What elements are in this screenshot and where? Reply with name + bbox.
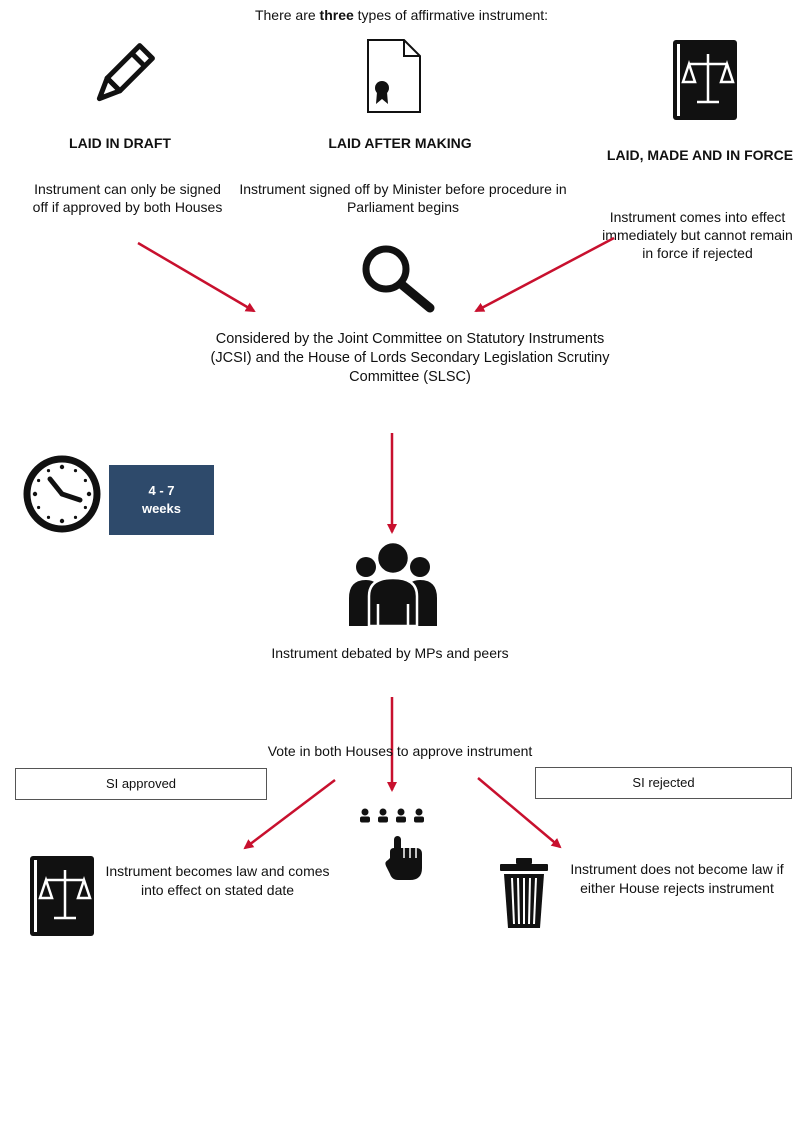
intro-bold: three — [319, 7, 354, 23]
type-description-made-in-force: Instrument comes into effect immediately… — [602, 209, 793, 261]
clock-icon — [23, 455, 101, 533]
duration-line-2: weeks — [141, 501, 182, 516]
intro-text: There are three types of affirmative ins… — [150, 6, 653, 24]
intro-before: There are — [254, 7, 320, 23]
law-book-icon — [673, 40, 737, 120]
law-book-icon — [30, 856, 94, 936]
approved-outcome-text: Instrument becomes law and comes into ef… — [105, 863, 330, 898]
voting-hand-icon — [360, 808, 424, 880]
rejected-outcome-text: Instrument does not become law if either… — [570, 861, 784, 896]
certificate-icon — [367, 39, 421, 113]
si-rejected-box: SI rejected — [535, 767, 792, 799]
type-heading-made-in-force: LAID, MADE AND IN FORCE — [606, 147, 794, 163]
pencil-icon — [96, 43, 155, 102]
si-approved-box: SI approved — [15, 768, 267, 800]
type-description-draft: Instrument can only be signed off if app… — [32, 181, 223, 215]
arrow-draft-to-scrutiny — [137, 241, 256, 313]
arrow-in-force-to-scrutiny — [474, 236, 615, 313]
duration-line-1: 4 - 7 — [148, 483, 175, 498]
intro-after: types of affirmative instrument: — [353, 7, 549, 23]
magnifier-icon — [362, 245, 435, 313]
scrutiny-text: Considered by the Joint Committee on Sta… — [210, 331, 610, 385]
type-description-after-making: Instrument signed off by Minister before… — [239, 181, 567, 215]
duration-badge: 4 - 7 weeks — [109, 465, 214, 535]
arrow-vote-to-rejected — [477, 777, 562, 849]
group-icon — [349, 540, 437, 626]
type-heading-after-making: LAID AFTER MAKING — [328, 135, 472, 151]
debate-text: Instrument debated by MPs and peers — [271, 645, 509, 661]
type-heading-draft: LAID IN DRAFT — [69, 135, 171, 151]
arrow-vote-to-approved — [243, 779, 336, 850]
vote-text: Vote in both Houses to approve instrumen… — [267, 743, 533, 759]
trash-bin-icon — [500, 858, 548, 928]
